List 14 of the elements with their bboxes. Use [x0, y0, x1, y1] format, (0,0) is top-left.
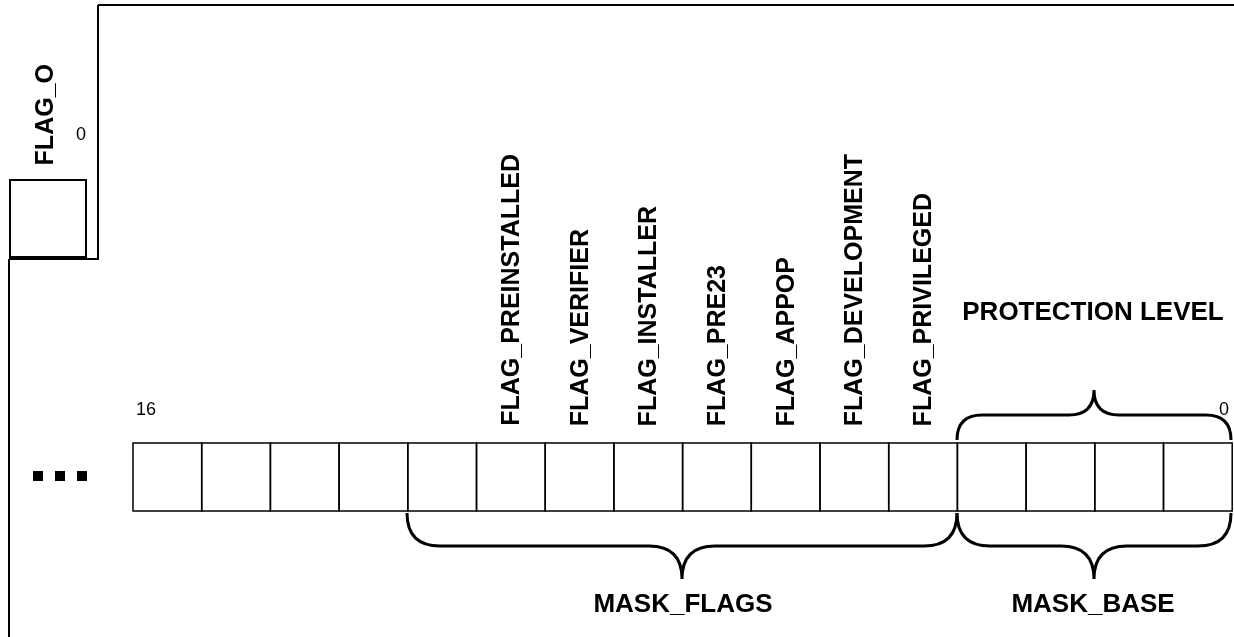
bit-number: 0: [76, 125, 86, 143]
field-name: FLAG_PREINSTALLED: [497, 154, 523, 426]
mask-name: MASK_BASE: [1010, 590, 1176, 616]
field-name: FLAG_O: [32, 63, 57, 165]
field-name: PROTECTION LEVEL: [961, 295, 1225, 327]
mask-name: MASK_FLAGS: [592, 590, 774, 616]
field-name: FLAG_PRE23: [703, 264, 729, 426]
field-name: FLAG_APPOP: [772, 256, 798, 426]
field-name: FLAG_PRIVILEGED: [910, 192, 936, 426]
bit-number: 16: [136, 400, 157, 418]
field-name: FLAG_DEVELOPMENT: [841, 153, 867, 426]
field-name: FLAG_INSTALLER: [635, 205, 661, 426]
bit-number: 0: [1219, 400, 1229, 418]
field-name: FLAG_VERIFIER: [566, 228, 592, 426]
